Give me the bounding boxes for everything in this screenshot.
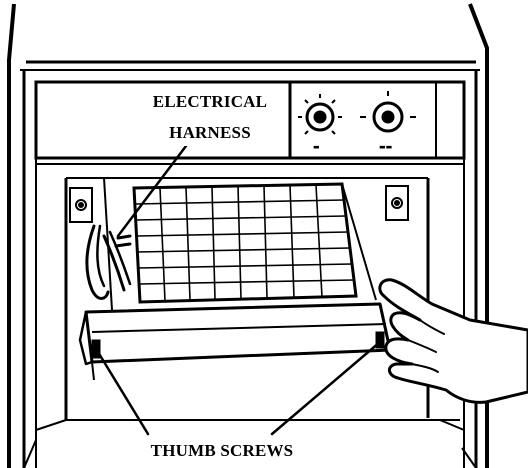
label-thumb-screws: THUMB SCREWS	[151, 441, 294, 460]
knob-label-left: ▬	[313, 143, 320, 151]
knob-label-right: ▬▬	[379, 143, 392, 151]
mounting-tab-left	[70, 188, 92, 222]
evaporator-grid	[134, 184, 356, 302]
leader-thumb-screw-left	[98, 352, 148, 434]
hand	[380, 280, 528, 403]
mounting-tab-right	[386, 186, 408, 220]
control-knob-right	[360, 91, 416, 131]
control-knob-left	[298, 94, 342, 134]
label-harness: HARNESS	[169, 123, 251, 142]
ice-bin-tray	[80, 304, 390, 380]
label-electrical: ELECTRICAL	[153, 92, 267, 111]
cabinet	[9, 4, 487, 468]
